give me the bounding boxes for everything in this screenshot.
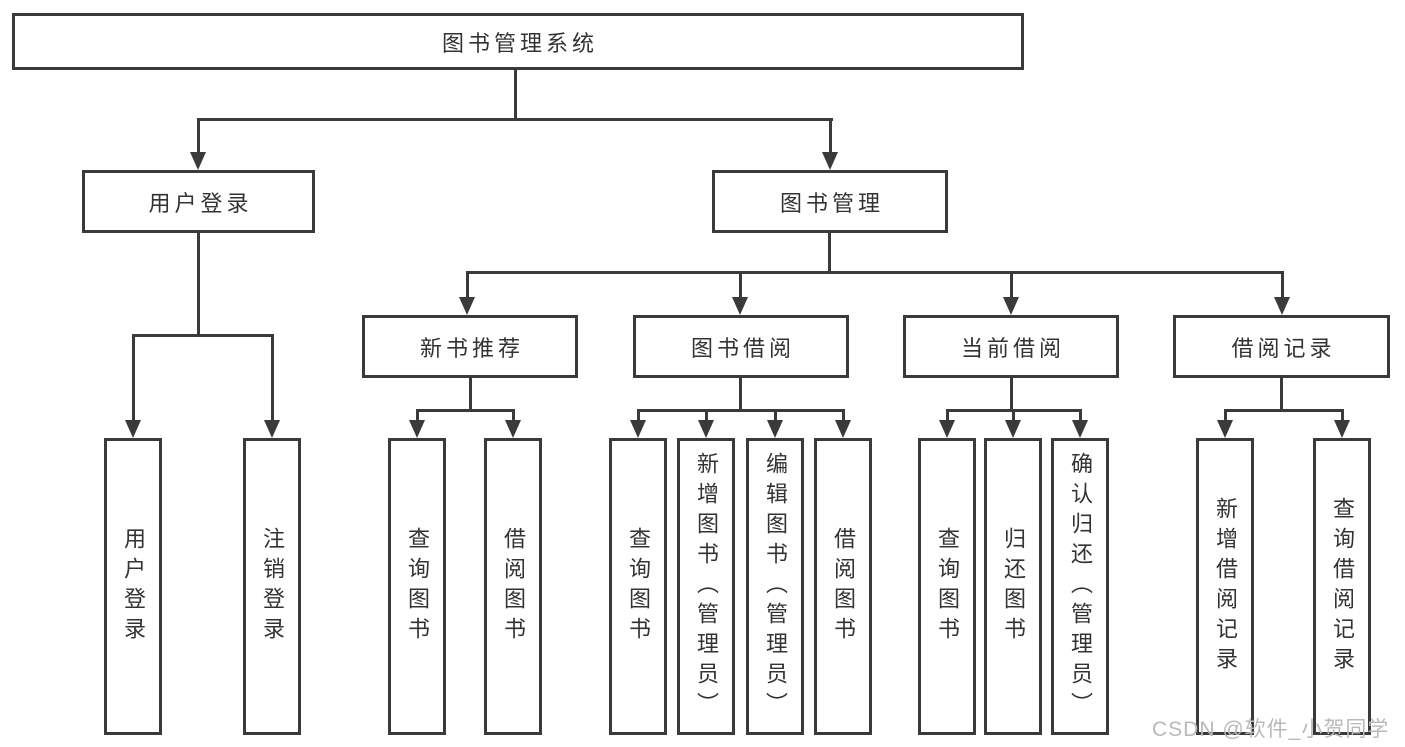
connector-line [842, 409, 845, 422]
leaf-label: 确认归还（管理员） [1068, 451, 1093, 722]
leaf-label: 查询借阅记录 [1330, 496, 1355, 677]
leaf-query-borrow-record: 查询借阅记录 [1313, 438, 1371, 735]
leaf-label: 新增图书（管理员） [694, 451, 719, 722]
connector-line [469, 376, 472, 412]
connector-line [1010, 376, 1013, 412]
arrowhead [1274, 297, 1290, 315]
leaf-add-books-admin: 新增图书（管理员） [677, 438, 735, 735]
connector-line [271, 334, 274, 420]
leaf-query-books-borrow: 查询图书 [609, 438, 667, 735]
connector-line [1281, 271, 1284, 299]
leaf-query-books-recommend: 查询图书 [388, 438, 446, 735]
connector-line [637, 409, 640, 422]
leaf-label: 借阅图书 [501, 526, 526, 647]
connector-line [416, 409, 419, 422]
connector-line [828, 232, 831, 274]
arrowhead [1005, 420, 1021, 438]
connector-line [829, 118, 832, 154]
arrowhead [264, 420, 280, 438]
connector-line [132, 334, 274, 337]
leaf-add-borrow-record: 新增借阅记录 [1196, 438, 1254, 735]
connector-line [739, 376, 742, 412]
leaf-label: 借阅图书 [831, 526, 856, 647]
connector-line [416, 409, 515, 412]
arrowhead [939, 420, 955, 438]
connector-line [1224, 409, 1227, 422]
arrowhead [1217, 420, 1233, 438]
connector-line [1341, 409, 1344, 422]
connector-line [705, 409, 708, 422]
node-borrowing-records: 借阅记录 [1173, 315, 1390, 378]
connector-line [197, 118, 833, 121]
connector-line [1280, 376, 1283, 412]
leaf-borrow-books-recommend: 借阅图书 [484, 438, 542, 735]
node-book-borrowing: 图书借阅 [633, 315, 849, 378]
leaf-label: 查询图书 [405, 526, 430, 647]
connector-line [512, 409, 515, 422]
connector-line [739, 271, 742, 299]
arrowhead [125, 420, 141, 438]
arrowhead [505, 420, 521, 438]
csdn-watermark: CSDN @软件_小贺同学 [1152, 718, 1390, 741]
leaf-label: 注销登录 [260, 526, 285, 647]
connector-line [774, 409, 777, 422]
arrowhead [1072, 420, 1088, 438]
connector-line [197, 118, 200, 154]
node-library-management-system: 图书管理系统 [12, 13, 1024, 70]
connector-line [1010, 271, 1013, 299]
leaf-label: 归还图书 [1001, 526, 1026, 647]
arrowhead [698, 420, 714, 438]
arrowhead [822, 152, 838, 170]
connector-line [1012, 409, 1015, 422]
connector-line [946, 409, 949, 422]
leaf-label: 用户登录 [121, 526, 146, 647]
leaf-label: 新增借阅记录 [1213, 496, 1238, 677]
arrowhead [459, 297, 475, 315]
leaf-logout: 注销登录 [243, 438, 301, 735]
arrowhead [190, 152, 206, 170]
arrowhead [409, 420, 425, 438]
leaf-return-books: 归还图书 [984, 438, 1042, 735]
arrowhead [1334, 420, 1350, 438]
arrowhead [732, 297, 748, 315]
arrowhead [767, 420, 783, 438]
connector-line [132, 334, 135, 420]
arrowhead [630, 420, 646, 438]
leaf-query-books-current: 查询图书 [918, 438, 976, 735]
connector-line [637, 409, 845, 412]
connector-line [1224, 409, 1343, 412]
leaf-borrow-books: 借阅图书 [814, 438, 872, 735]
node-current-borrowing: 当前借阅 [903, 315, 1119, 378]
connector-line [466, 271, 469, 299]
leaf-label: 查询图书 [935, 526, 960, 647]
connector-line [197, 232, 200, 337]
node-new-book-recommendation: 新书推荐 [362, 315, 578, 378]
node-user-login: 用户登录 [82, 170, 315, 233]
leaf-confirm-return-admin: 确认归还（管理员） [1051, 438, 1109, 735]
connector-line [466, 271, 1284, 274]
connector-line [514, 69, 517, 119]
connector-line [1079, 409, 1082, 422]
leaf-user-login: 用户登录 [104, 438, 162, 735]
leaf-label: 查询图书 [626, 526, 651, 647]
leaf-edit-books-admin: 编辑图书（管理员） [746, 438, 804, 735]
node-book-management: 图书管理 [712, 170, 948, 233]
arrowhead [1003, 297, 1019, 315]
arrowhead [835, 420, 851, 438]
leaf-label: 编辑图书（管理员） [763, 451, 788, 722]
